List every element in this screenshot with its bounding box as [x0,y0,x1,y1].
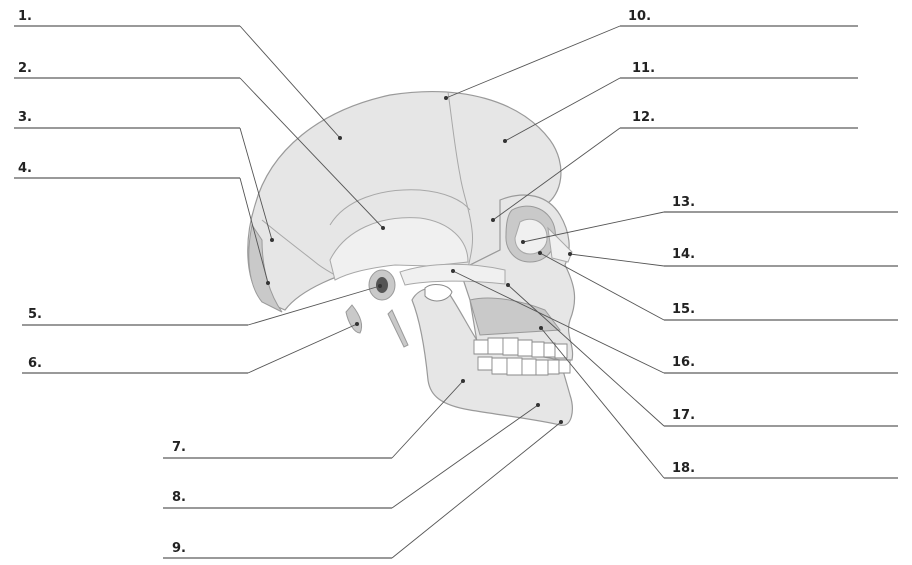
label-layer: 1. 2. 3. 4. 5. 6. 7. 8. 9. 10. 11. 12. 13. 14. 15. 16. 1… [14,9,898,559]
label-17-number: 17. [672,408,695,423]
lambdoid-suture [261,219,336,276]
label-8-leader-line [391,404,539,509]
label-15-pointer-dot [538,251,542,255]
label-13-pointer-dot [521,240,525,244]
label-7-number: 7. [172,440,186,455]
label-4-number: 4. [18,161,32,176]
label-4-leader-line [239,177,269,284]
label-13: 13. [521,195,898,244]
label-2: 2. [14,61,385,230]
label-3: 3. [14,110,274,242]
label-12-number: 12. [632,110,655,125]
label-9-leader-line [391,421,562,559]
label-8-pointer-dot [536,403,540,407]
styloid-process [387,309,409,348]
label-11: 11. [503,61,858,143]
label-16: 16. [451,269,898,374]
label-6-pointer-dot [355,322,359,326]
label-2-leader-line [239,77,384,229]
label-4-pointer-dot [266,281,270,285]
squamous-suture [329,189,471,226]
label-5-leader-line [247,285,381,326]
label-12-leader-line [492,127,621,221]
label-11-leader-line [504,77,621,142]
label-16-leader-line [452,270,665,374]
label-3-number: 3. [18,110,32,125]
mastoid-process [345,304,363,334]
label-13-number: 13. [672,195,695,210]
label-13-leader-line [522,211,665,243]
label-18: 18. [539,326,898,479]
label-5-pointer-dot [378,284,382,288]
label-2-number: 2. [18,61,32,76]
label-14-leader-line [569,253,665,267]
label-7: 7. [163,379,465,459]
label-10-leader-line [445,25,621,99]
label-15: 15. [538,251,898,321]
skull-illustration [247,91,576,426]
label-14-pointer-dot [568,252,572,256]
nasal-bone [547,226,573,263]
label-9-pointer-dot [559,420,563,424]
label-3-pointer-dot [270,238,274,242]
label-1-number: 1. [18,9,32,24]
label-9-number: 9. [172,541,186,556]
teeth [473,337,571,376]
label-17-pointer-dot [506,283,510,287]
label-1: 1. [14,9,342,140]
label-3-leader-line [239,127,273,241]
label-11-pointer-dot [503,139,507,143]
label-18-pointer-dot [539,326,543,330]
temporal-region [329,217,469,281]
label-10-pointer-dot [444,96,448,100]
label-16-pointer-dot [451,269,455,273]
label-5-number: 5. [28,307,42,322]
label-15-leader-line [539,252,665,321]
maxilla-shade [469,297,561,336]
orbit-inner [514,218,548,255]
label-6-leader-line [247,323,358,374]
label-7-pointer-dot [461,379,465,383]
label-14-number: 14. [672,247,695,262]
label-10: 10. [444,9,858,100]
label-17-leader-line [507,284,665,427]
zygomatic-arch [399,263,506,286]
label-6: 6. [22,322,359,374]
label-14: 14. [568,247,898,267]
label-1-leader-line [239,25,341,139]
label-4: 4. [14,161,270,285]
label-7-leader-line [391,380,464,459]
label-12-pointer-dot [491,218,495,222]
label-11-number: 11. [632,61,655,76]
coronoid-notch [424,284,453,302]
label-8-number: 8. [172,490,186,505]
coronal-suture [447,91,473,269]
occipital-shade [248,223,283,313]
label-8: 8. [163,403,540,509]
label-2-pointer-dot [381,226,385,230]
label-5: 5. [22,284,382,326]
label-15-number: 15. [672,302,695,317]
label-10-number: 10. [628,9,651,24]
label-18-leader-line [540,327,665,479]
label-6-number: 6. [28,356,42,371]
label-9: 9. [163,420,563,559]
label-12: 12. [491,110,858,222]
ear-canal-inner [376,277,388,293]
label-17: 17. [506,283,898,427]
label-18-number: 18. [672,461,695,476]
label-16-number: 16. [672,355,695,370]
label-1-pointer-dot [338,136,342,140]
